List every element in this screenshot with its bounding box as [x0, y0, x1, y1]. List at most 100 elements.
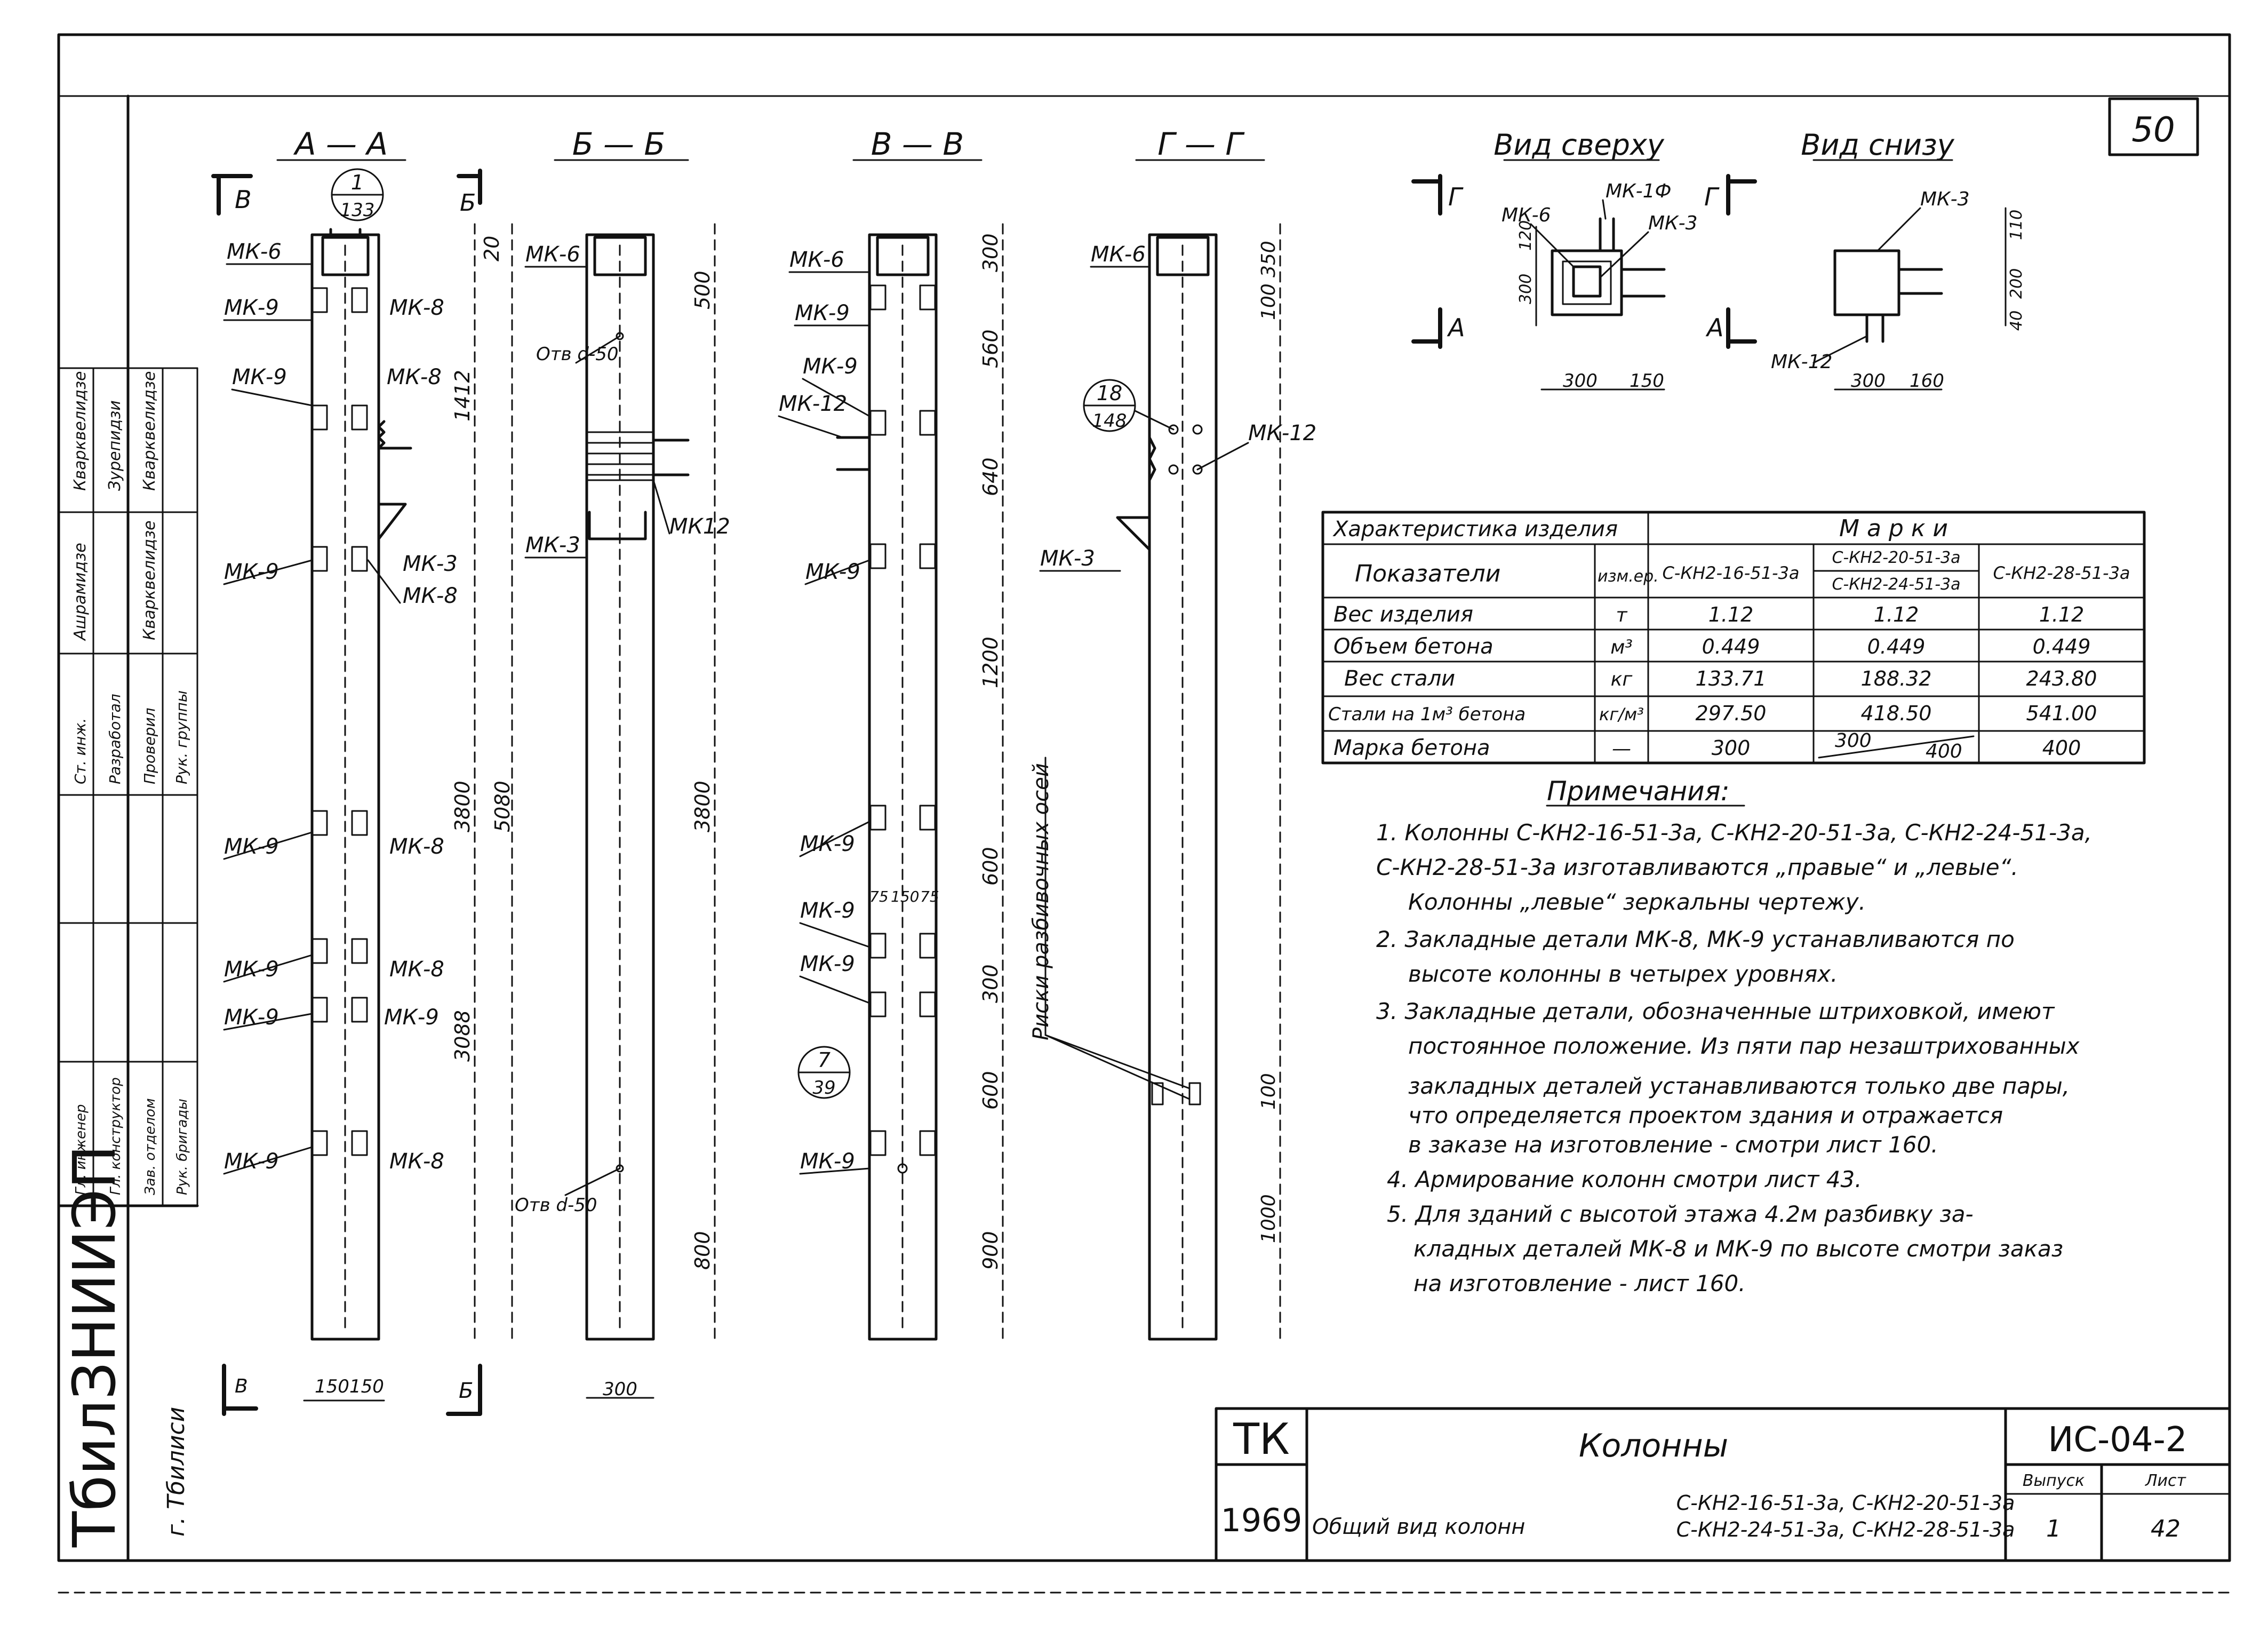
- sheet-number-box: [2108, 97, 2199, 156]
- dim-label: 160: [1910, 370, 1944, 392]
- dim-label: 150: [891, 888, 919, 905]
- mark-label: МК-6: [1502, 204, 1551, 226]
- stamp-role-6: Гл. конструктор: [108, 1077, 124, 1195]
- notes: Примечания: 1. Колонны С-КН2-16-51-3а, С…: [1376, 776, 2092, 1296]
- table-cell: 297.50: [1696, 702, 1767, 725]
- table-cell: 541.00: [2026, 702, 2097, 725]
- table-header-left: Характеристика изделия: [1332, 517, 1618, 542]
- note-line: 1. Колонны С-КН2-16-51-3а, С-КН2-20-51-3…: [1376, 820, 2092, 846]
- section-b-title: Б — Б: [572, 126, 665, 162]
- stamp-role-3: Проверил: [141, 707, 158, 784]
- note-line: 5. Для зданий с высотой этажа 4.2м разби…: [1387, 1201, 1974, 1227]
- stamp-role-1: Ст. инж.: [71, 718, 89, 784]
- dim-label: 300: [1851, 370, 1886, 392]
- note-line: Колонны „левые“ зеркальны чертежу.: [1408, 889, 1866, 915]
- dim-label: 1412: [451, 370, 474, 421]
- title-issue-label: Выпуск: [2023, 1471, 2085, 1490]
- table-col-m3: С-КН2-28-51-3а: [1993, 563, 2130, 583]
- section-g-g: Г — Г МК-6 МК-12 МК-3 18 148 100 350 100…: [1039, 126, 1316, 1346]
- column-body: [1148, 233, 1218, 1341]
- stamp-name-4: Ашрамидзе: [71, 543, 90, 641]
- callout-top: 7: [818, 1048, 830, 1072]
- table-col-m1: С-КН2-16-51-3а: [1662, 563, 1799, 583]
- dim-label: 1200: [979, 636, 1002, 688]
- note-line: что определяется проектом здания и отраж…: [1408, 1102, 2003, 1128]
- left-stamp: Кварквелидзе Зурепидзи Кварквелидзе Ашра…: [57, 94, 199, 1562]
- mark-label: МК-9: [224, 1005, 279, 1030]
- mark-label: МК-3: [403, 552, 458, 576]
- callout-bottom: 133: [340, 200, 375, 221]
- title-subtitle: Общий вид колонн: [1312, 1515, 1525, 1539]
- title-tk: ТК: [1233, 1414, 1290, 1464]
- dim-label: 150: [315, 1376, 349, 1397]
- table-header-right: М а р к и: [1839, 515, 1948, 542]
- mark-label: МК-1Ф: [1606, 180, 1672, 202]
- section-a-a: А — А В Б 1 133 МК-6 МК-9 МК: [211, 126, 514, 1416]
- dim-label: 300: [603, 1379, 637, 1400]
- table-cell: 0.449: [1867, 635, 1926, 658]
- dim-label: 100: [1258, 1073, 1280, 1110]
- title-marks-1: С-КН2-16-51-3а, С-КН2-20-51-3а: [1676, 1491, 2015, 1515]
- table-cell: м³: [1610, 636, 1633, 658]
- table-cell: Объем бетона: [1333, 634, 1494, 659]
- cut-label: А: [1705, 313, 1723, 342]
- stamp-name-3: Кварквелидзе: [140, 371, 159, 491]
- title-block: ТК 1969 Колонны Общий вид колонн С-КН2-1…: [1215, 1407, 2231, 1562]
- dim-label: 800: [691, 1231, 714, 1270]
- title-sheet-label: Лист: [2145, 1471, 2187, 1490]
- mark-label: МК-12: [779, 392, 847, 416]
- note-line: в заказе на изготовление - смотри лист 1…: [1408, 1132, 1938, 1158]
- mark-label: МК-9: [800, 952, 855, 976]
- table-cell: 0.449: [1702, 635, 1760, 658]
- callout-top: 1: [351, 171, 364, 194]
- column-body: [868, 233, 938, 1341]
- mark-label: МК12: [669, 514, 730, 539]
- table-cell: 0.449: [2033, 635, 2091, 658]
- sheet-number: 50: [2131, 110, 2175, 150]
- dim-label: 300: [979, 964, 1002, 1003]
- note-line: закладных деталей устанавливаются только…: [1408, 1073, 2070, 1099]
- dim-label: 3088: [451, 1010, 474, 1062]
- mark-label: МК-8: [387, 365, 442, 389]
- callout-top: 18: [1097, 381, 1122, 405]
- mark-label: МК-6: [525, 242, 580, 267]
- mark-label: МК-6: [227, 240, 282, 264]
- mark-label: МК-9: [384, 1005, 439, 1030]
- table-cell: 1.12: [2039, 603, 2085, 626]
- table-cell: 1.12: [1874, 603, 1919, 626]
- dim-label: 100: [1258, 283, 1280, 320]
- mark-label: МК-3: [525, 533, 580, 558]
- table-cell: т: [1616, 604, 1628, 626]
- notes-title: Примечания:: [1547, 776, 1730, 807]
- title-issue: 1: [2046, 1515, 2061, 1542]
- note-line: постоянное положение. Из пяти пар незашт…: [1408, 1033, 2080, 1059]
- table-cell: кг: [1611, 669, 1633, 690]
- dim-label: 1000: [1258, 1194, 1280, 1243]
- note-line: 2. Закладные детали МК-8, МК-9 устанавли…: [1376, 926, 2015, 952]
- stamp-name-1: Кварквелидзе: [71, 371, 90, 491]
- org-city: г. Тбилиси: [163, 1407, 190, 1537]
- characteristics-table: Характеристика изделия М а р к и Показат…: [1321, 511, 2146, 765]
- callout-bottom: 39: [812, 1077, 835, 1099]
- mark-label: МК-6: [789, 248, 844, 272]
- inner-frame: [58, 95, 2231, 1562]
- cut-label: Г: [1448, 182, 1464, 211]
- mark-label: МК-8: [403, 584, 458, 608]
- dim-label: 40: [2007, 311, 2026, 331]
- top-view: Вид сверху Г Г А А МК-1Ф МК-6 МК-3 300 1…: [1411, 128, 1757, 392]
- callout-bottom: 148: [1092, 410, 1127, 432]
- table-cell: Стали на 1м³ бетона: [1328, 704, 1526, 725]
- dim-label: 20: [480, 236, 504, 261]
- note-line: 4. Армирование колонн смотри лист 43.: [1387, 1166, 1862, 1192]
- title-year: 1969: [1221, 1502, 1303, 1539]
- bottom-view-title: Вид снизу: [1801, 128, 1954, 162]
- hole-label: Отв d-50: [515, 1195, 597, 1216]
- note-line: 3. Закладные детали, обозначенные штрихо…: [1376, 998, 2055, 1024]
- mark-label: МК-9: [800, 898, 855, 923]
- stamp-role-5: Гл. инженер: [73, 1104, 89, 1195]
- dim-label: 3800: [451, 781, 474, 832]
- mark-label: МК-8: [389, 957, 444, 982]
- stamp-name-2: Зурепидзи: [106, 400, 124, 491]
- table-cell: 400: [2042, 736, 2081, 760]
